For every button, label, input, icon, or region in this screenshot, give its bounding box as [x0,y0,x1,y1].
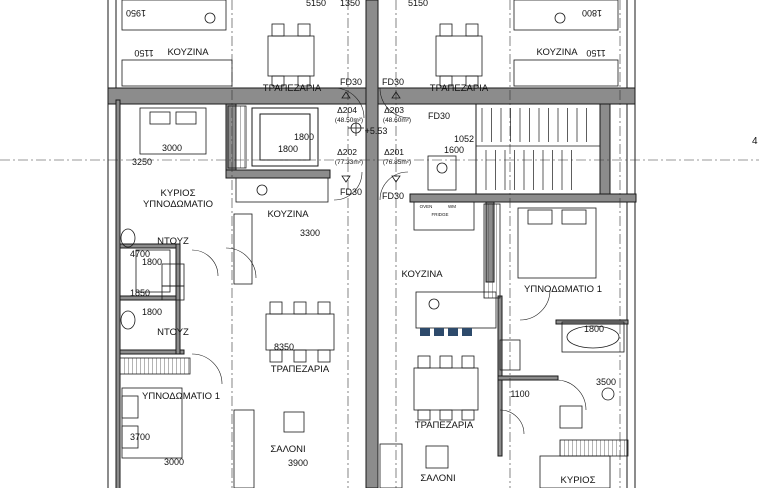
dining-table [435,35,483,77]
apartment-code: Δ201 [384,147,404,157]
dimension: 8350 [274,342,294,352]
apartment-area: (77.33m²) [335,159,363,166]
room-label: ΚΟΥΖΙΝΑ [167,47,209,58]
dimension-labels: 5150 5150 1150 1150 1800 1800 1800 3250 … [126,0,616,468]
room-label: ΤΡΑΠΕΖΑΡΙΑ [415,420,474,431]
stairs [476,108,600,190]
wardrobe [483,203,501,299]
dimension: 3000 [164,457,184,467]
apartment-area: (48.60m²) [383,117,411,124]
dimension: 1800 [142,307,162,317]
dimension: 3900 [288,458,308,468]
dimension: 1850 [130,288,150,298]
room-label: ΣΑΛΟΝΙ [420,473,455,484]
apartment-area: (48.50m²) [335,117,363,124]
room-label: ΣΑΛΟΝΙ [270,444,305,455]
dimension: 1800 [142,257,162,267]
dimension: 1100 [510,389,529,399]
apartment-tags: Δ204 (48.50m²) Δ203 (48.60m²) Δ202 (77.3… [335,105,411,166]
dimension: 1800 [294,132,314,142]
bed [139,107,207,155]
dimension: 5150 [408,0,428,8]
dimension: 1150 [586,48,605,58]
dimension: 1350 [340,0,360,8]
fire-door-tag: FD30 [340,187,362,197]
dimension: 3000 [162,143,182,153]
dining-table [267,35,315,77]
dimension: 3300 [300,228,320,238]
room-label: ΥΠΝΟΔΩΜΑΤΙΟ 1 [142,391,220,402]
room-label: ΤΡΑΠΕΖΑΡΙΑ [430,83,489,94]
door-swings [191,87,587,435]
bed [121,387,183,459]
dimension: 1150 [134,48,153,58]
dimension: 1950 [126,8,146,18]
sofa [379,443,403,488]
room-label: ΝΤΟΥΖ [157,236,189,247]
edge-grid-mark: 4 [752,136,758,147]
apartment-code: Δ203 [384,105,404,115]
room-label: ΚΟΥΖΙΝΑ [401,269,443,280]
dimension: 3700 [130,432,150,442]
apartment-code: Δ204 [337,105,357,115]
level-marker-symbol [348,120,364,136]
walls-layer [107,0,637,488]
fire-door-tag: FD30 [340,77,362,87]
fire-door-labels: FD30 FD30 FD30 FD30 FD30 [340,77,450,201]
level-marker: +5.53 [365,126,388,136]
dimension: 1800 [582,8,602,18]
room-label: ΝΤΟΥΖ [157,327,189,338]
room-label: ΥΠΝΟΔΩΜΑΤΙΟ [143,199,213,210]
dimension: 1800 [584,324,604,334]
dimension: 4700 [130,249,150,259]
dining-table [413,367,479,411]
room-label: ΥΠΝΟΔΩΜΑΤΙΟ 1 [524,284,602,295]
fire-door-tag: FD30 [428,111,450,121]
apartment-code: Δ202 [337,147,357,157]
dimension: 3250 [132,157,152,167]
room-label: ΤΡΑΠΕΖΑΡΙΑ [263,83,322,94]
appliance-tag: FRIDGE [431,212,448,217]
room-label: ΚΥΡΙΟΣ [161,188,196,199]
fire-door-tag: FD30 [382,191,404,201]
fire-door-tag: FD30 [382,77,404,87]
room-label: ΚΥΡΙΟΣ [561,475,596,486]
appliance-tags: OVEN WM FRIDGE [420,204,457,217]
apartment-area: (76.85m²) [383,159,411,166]
sofa [233,409,255,488]
room-labels: ΚΟΥΖΙΝΑ ΚΟΥΖΙΝΑ ΤΡΑΠΕΖΑΡΙΑ ΤΡΑΠΕΖΑΡΙΑ ΚΥ… [142,47,602,486]
wardrobe [227,105,247,169]
dimension: 5150 [306,0,326,8]
room-label: ΚΟΥΖΙΝΑ [536,47,578,58]
room-label: ΚΟΥΖΙΝΑ [267,209,309,220]
wardrobe [119,357,191,375]
dimension: 1052 [454,134,474,144]
dimension: 1600 [444,145,464,155]
bathtub [561,321,625,353]
marker-triangles [341,91,401,183]
dimension: 3500 [596,377,616,387]
dimension: 1800 [278,144,298,154]
appliance-tag: OVEN [420,204,433,209]
furniture-layer [119,0,629,488]
wardrobe [559,439,629,457]
chair-accents [420,328,472,336]
appliance-tag: WM [448,204,456,209]
bed [517,207,597,279]
room-label: ΤΡΑΠΕΖΑΡΙΑ [271,364,330,375]
